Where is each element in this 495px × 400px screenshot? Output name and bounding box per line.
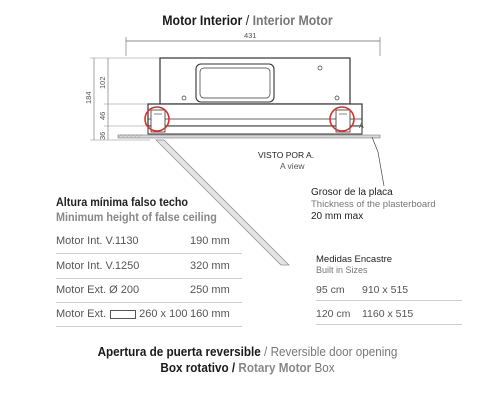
height-dim-36: 36 <box>98 132 107 140</box>
view-label: VISTO POR A. <box>258 150 315 160</box>
ceiling-plate <box>117 134 381 139</box>
builtin-title: Medidas Encastre <box>316 254 393 265</box>
min-height-title: Altura mínima falso techo <box>56 195 189 209</box>
min-height-subtitle: Minimum height of false ceiling <box>56 210 217 224</box>
bottom-line1-bold: Apertura de puerta reversible <box>97 344 261 359</box>
bottom-line1-grey: Reversible door opening <box>270 344 398 359</box>
table-row: Motor Ext. 260 x 100 160 mm <box>56 304 242 327</box>
bottom-line2-grey-bold: Rotary Motor <box>238 360 312 375</box>
bottom-line2-bold: Box rotativo <box>160 360 229 375</box>
list-item: 120 cm 1160 x 515 <box>316 302 462 325</box>
builtin-subtitle: Built in Sizes <box>316 265 368 275</box>
row-value: 190 mm <box>190 235 230 247</box>
bottom-line2-grey: Box <box>311 360 335 375</box>
table-row: Motor Int. V.1250 320 mm <box>56 256 242 279</box>
row-name: Motor Ext. <box>56 308 107 320</box>
height-dim-184: 184 <box>84 91 93 104</box>
view-sublabel: A view <box>280 161 305 171</box>
rectangular-duct-icon <box>110 309 137 319</box>
ceiling-hatch-left <box>117 133 143 139</box>
builtin-dims: 910 x 515 <box>362 284 409 296</box>
height-dim-46: 46 <box>98 112 107 120</box>
screw-icon <box>334 95 340 101</box>
title-sub: Interior Motor <box>252 12 333 28</box>
row-value: 250 mm <box>190 284 230 296</box>
motor-outlet-inner <box>199 67 271 99</box>
row-name: Motor Int. V.1130 <box>56 235 139 247</box>
screw-icon <box>181 95 187 101</box>
title-main: Motor Interior <box>162 12 243 28</box>
bracket-left <box>150 109 166 133</box>
row-value: 320 mm <box>190 260 230 272</box>
plate-value: 20 mm max <box>311 211 364 222</box>
table-row: Motor Int. V.1130 190 mm <box>56 231 242 254</box>
row-name: Motor Ext. Ø 200 <box>56 284 140 296</box>
detail-circle-right <box>329 106 355 132</box>
plasterboard-leader <box>371 136 385 187</box>
plate-subtitle: Thickness of the plasterboard <box>311 199 436 210</box>
bottom-line1-sep: / <box>260 344 271 359</box>
builtin-size: 95 cm <box>316 284 345 296</box>
builtin-size: 120 cm <box>316 308 351 320</box>
door-panel <box>155 139 290 266</box>
builtin-dims: 1160 x 515 <box>362 308 414 320</box>
screw-icon <box>317 65 323 71</box>
height-dim-102: 102 <box>98 76 107 89</box>
bottom-title-line2: Box rotativo / Rotary Motor Box <box>25 360 471 375</box>
title-sep: / <box>242 12 253 28</box>
bottom-title-line1: Apertura de puerta reversible / Reversib… <box>25 344 471 359</box>
motor-outlet <box>195 63 275 103</box>
list-item: 95 cm 910 x 515 <box>316 278 462 301</box>
bracket-right <box>335 109 351 133</box>
width-dim-label: 431 <box>244 31 257 40</box>
page-title: Motor Interior / Interior Motor <box>30 12 466 28</box>
row-name-suffix: 260 x 100 <box>139 308 188 320</box>
view-marker-a: A <box>359 123 364 130</box>
bottom-line2-sep: / <box>228 360 239 375</box>
plate-title: Grosor de la placa <box>311 187 393 198</box>
table-row: Motor Ext. Ø 200 250 mm <box>56 280 242 303</box>
hood-frame <box>147 125 363 135</box>
detail-circle-left <box>144 106 170 132</box>
row-value: 160 mm <box>190 308 230 320</box>
row-name: Motor Int. V.1250 <box>56 260 140 272</box>
